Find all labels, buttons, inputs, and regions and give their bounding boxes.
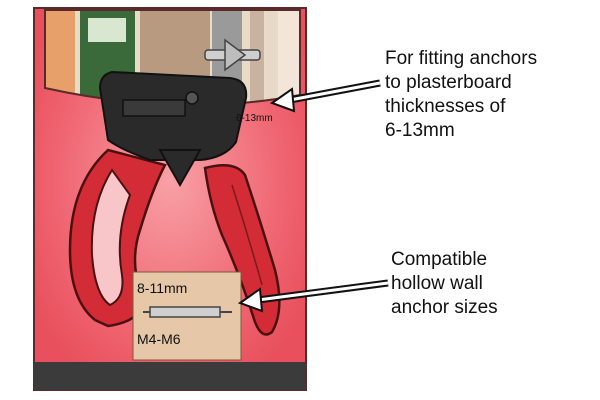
- anchor-size-label: 8-11mm M4-M6: [132, 271, 242, 361]
- card-bottom-strip: [34, 362, 306, 390]
- thickness-callout-text: For fitting anchors to plasterboard thic…: [385, 48, 538, 141]
- thickness-arrow: [269, 79, 381, 113]
- left-handle: [68, 148, 167, 328]
- sizes-arrow: [237, 279, 389, 313]
- thickness-text: 6-13mm: [236, 113, 273, 124]
- size-range-text: M4-M6: [137, 331, 181, 347]
- sizes-callout-text: Compatible hollow wall anchor sizes: [391, 249, 498, 318]
- length-range-text: 8-11mm: [137, 280, 187, 296]
- tool-head: [98, 70, 248, 188]
